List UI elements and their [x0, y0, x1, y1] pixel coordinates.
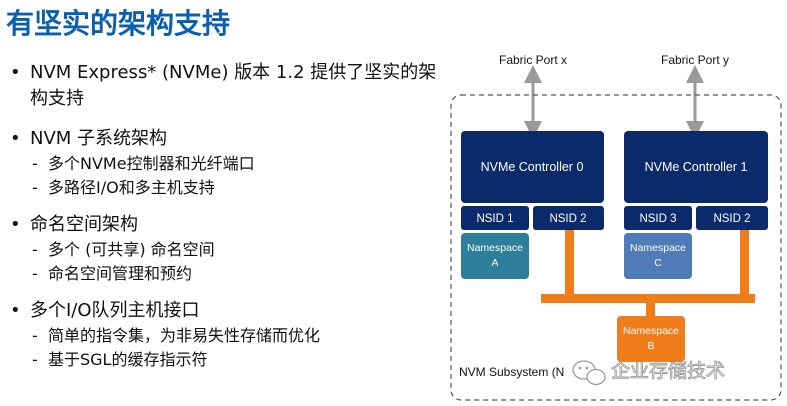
fabric-bus-link-c0-nsid2	[565, 230, 574, 298]
nvm-subsystem-label: NVM Subsystem (N	[459, 365, 564, 379]
bullet-subsystem-architecture: NVM 子系统架构	[8, 126, 438, 152]
namespace-a-box	[461, 233, 529, 279]
namespace-c-label-1: Namespace	[630, 242, 686, 254]
fabric-bus-link-namespace-b	[646, 298, 655, 320]
bullet-io-queues: 多个I/O队列主机接口	[8, 298, 438, 324]
namespace-a-label-1: Namespace	[467, 242, 523, 254]
nsid-box-c1-2	[696, 206, 768, 230]
bullet-namespace-architecture: 命名空间架构	[8, 212, 438, 238]
nsid-c1-2-label: NSID 2	[713, 213, 750, 225]
sub-bullet-multipath: 多路径I/O和多主机支持	[8, 176, 438, 200]
fabric-port-x-label: Fabric Port x	[499, 53, 567, 67]
sub-bullet-sgl: 基于SGL的缓存指示符	[8, 348, 438, 372]
watermark-text: 企业存储技术	[611, 360, 725, 382]
sub-bullet-shared-namespaces: 多个 (可共享) 命名空间	[8, 238, 438, 262]
fabric-bus-link-c1-nsid2	[740, 230, 749, 298]
bullet-nvme-version: NVM Express* (NVMe) 版本 1.2 提供了坚实的架构支持	[8, 60, 438, 112]
namespace-c-box	[624, 233, 692, 279]
nsid-c0-1-label: NSID 1	[476, 213, 513, 225]
nvme-controller-1-label: NVMe Controller 1	[645, 160, 748, 174]
fabric-port-y-label: Fabric Port y	[661, 53, 729, 67]
fabric-bus	[541, 230, 755, 320]
nsid-box-c0-1	[461, 206, 529, 230]
bullet-list: NVM Express* (NVMe) 版本 1.2 提供了坚实的架构支持 NV…	[8, 60, 438, 372]
slide-title: 有坚实的架构支持	[6, 7, 231, 40]
namespace-b-box	[617, 316, 685, 362]
nsid-box-c1-3	[624, 206, 692, 230]
nvm-subsystem-boundary	[450, 94, 782, 401]
namespace-c-label-2: C	[654, 257, 662, 269]
sub-bullet-controllers-ports: 多个NVMe控制器和光纤端口	[8, 152, 438, 176]
watermark: 企业存储技术	[572, 360, 725, 386]
wechat-logo-icon	[572, 360, 606, 386]
nvme-controller-0-label: NVMe Controller 0	[481, 160, 584, 174]
namespace-a-label-2: A	[491, 257, 498, 269]
sub-bullet-namespace-management: 命名空间管理和预约	[8, 262, 438, 286]
nvme-controller-1	[624, 131, 768, 203]
sub-bullet-command-set: 简单的指令集，为非易失性存储而优化	[8, 324, 438, 348]
nsid-c1-3-label: NSID 3	[639, 213, 676, 225]
namespace-b-label-2: B	[647, 340, 654, 352]
namespace-b-label-1: Namespace	[623, 325, 679, 337]
nsid-box-c0-2	[533, 206, 604, 230]
nsid-c0-2-label: NSID 2	[549, 213, 586, 225]
nvme-controller-0	[461, 131, 604, 203]
